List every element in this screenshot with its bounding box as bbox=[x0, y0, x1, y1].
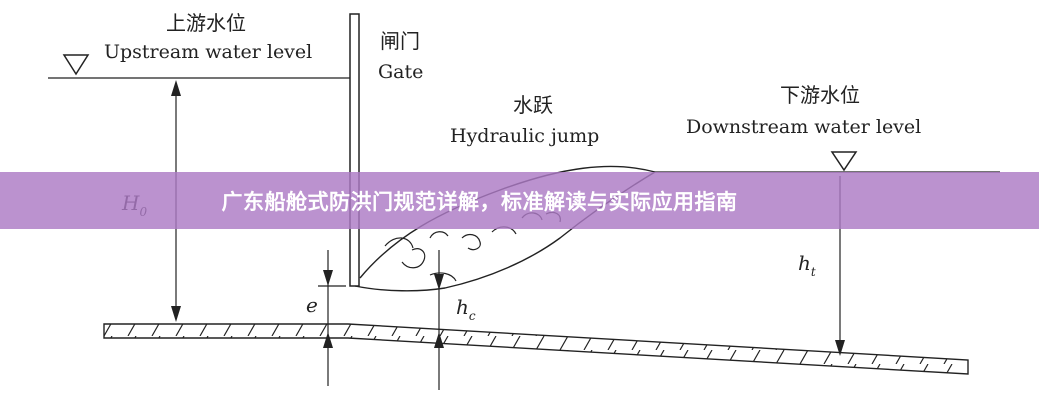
gate-label-cn: 闸门 bbox=[380, 29, 420, 53]
ht-label: ht bbox=[798, 251, 816, 279]
downstream-label-en: Downstream water level bbox=[686, 116, 921, 138]
upstream-label-en: Upstream water level bbox=[104, 41, 312, 63]
title-banner: 广东船舱式防洪门规范详解，标准解读与实际应用指南 bbox=[0, 172, 1039, 229]
upstream-level-marker bbox=[62, 54, 90, 76]
banner-title: 广东船舱式防洪门规范详解，标准解读与实际应用指南 bbox=[221, 189, 738, 214]
gate-opening-dimension bbox=[318, 250, 346, 386]
hc-label: hc bbox=[456, 295, 476, 323]
contracted-depth-dimension bbox=[434, 250, 444, 390]
e-label: e bbox=[306, 293, 318, 317]
gate bbox=[349, 13, 360, 287]
downstream-label-cn: 下游水位 bbox=[780, 83, 860, 107]
gate-label-en: Gate bbox=[378, 61, 423, 83]
upstream-label-cn: 上游水位 bbox=[166, 11, 246, 35]
jump-label-en: Hydraulic jump bbox=[450, 125, 599, 147]
channel-bed bbox=[103, 323, 969, 375]
downstream-level-marker bbox=[830, 151, 858, 172]
jump-label-cn: 水跃 bbox=[513, 93, 553, 117]
